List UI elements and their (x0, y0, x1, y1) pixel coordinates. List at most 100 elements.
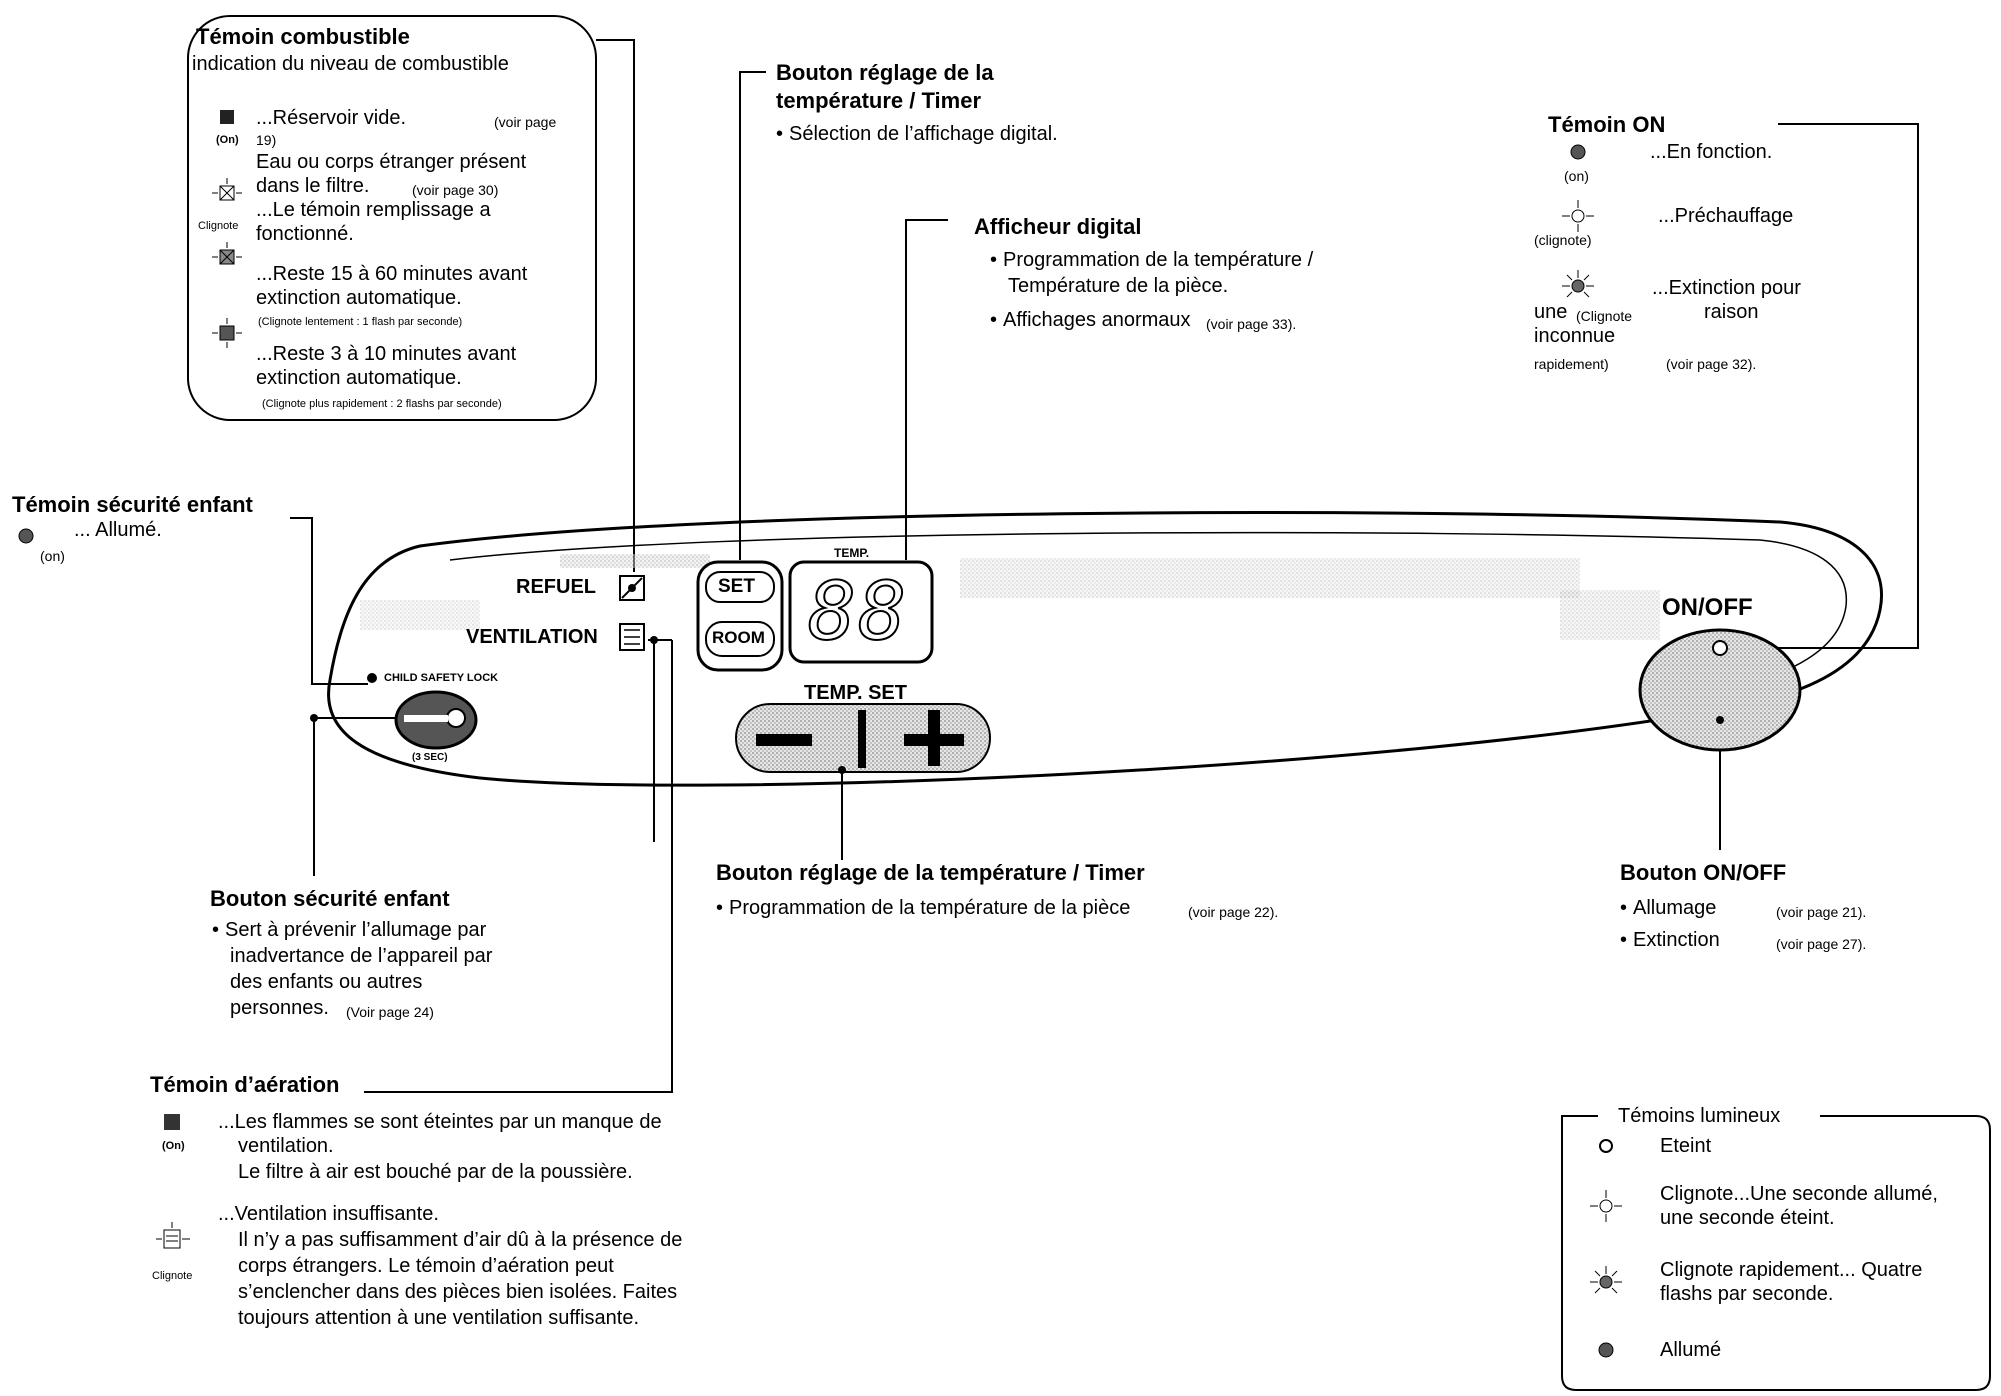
refuel-label: REFUEL (516, 576, 596, 598)
aeration-line-8: toujours attention à une ventilation suf… (238, 1307, 640, 1329)
fuel-subtitle: indication du niveau de combustible (192, 53, 509, 75)
legend-blink-text-1: Clignote...Une seconde allumé, (1660, 1183, 1938, 1205)
on-indicator-fast-icon (1562, 270, 1594, 298)
display-bullet-1a: Programmation de la température / (990, 248, 1313, 272)
child-indicator-on-dot (18, 528, 34, 544)
legend-fast-text-1: Clignote rapidement... Quatre (1660, 1259, 1923, 1281)
child-button-ref: (Voir page 24) (346, 1004, 434, 1020)
fuel-title: Témoin combustible (196, 24, 410, 49)
temp-plus-button[interactable] (880, 708, 980, 768)
aeration-on-label: (On) (162, 1140, 185, 1152)
on-indicator-fast-ref: (voir page 32). (1666, 356, 1757, 372)
on-indicator-on-label: (on) (1564, 168, 1589, 184)
on-indicator-on-dot (1570, 144, 1586, 160)
fuel-line-1-ref: (voir page (494, 114, 557, 130)
child-button-title: Bouton sécurité enfant (210, 886, 450, 911)
legend-blink-icon (1590, 1190, 1622, 1222)
fuel-line-11: (Clignote plus rapidement : 2 flashs par… (262, 398, 502, 410)
fuel-on-label: (On) (216, 134, 239, 146)
digital-display: 88 (807, 565, 909, 659)
fuel-line-1: ...Réservoir vide. (256, 107, 407, 129)
fuel-line-8: (Clignote lentement : 1 flash par second… (258, 316, 463, 328)
temp-set-label: TEMP. SET (804, 682, 907, 704)
on-indicator-fast-2: une (1534, 301, 1568, 323)
fuel-blink-label: Clignote (198, 220, 239, 232)
tempset-bullet: Programmation de la température de la pi… (716, 896, 1130, 920)
display-bullet-2: Affichages anormaux (990, 308, 1191, 332)
tempset-title: Bouton réglage de la température / Timer (716, 860, 1145, 885)
aeration-line-4: ...Ventilation insuffisante. (218, 1203, 439, 1225)
legend-on-icon (1598, 1342, 1614, 1358)
tempset-ref: (voir page 22). (1188, 904, 1279, 920)
onoff-title: Bouton ON/OFF (1620, 860, 1787, 885)
fuel-blink-icon-2 (212, 242, 242, 265)
fuel-line-3: dans le filtre. (256, 175, 370, 197)
on-indicator-fast-3: (Clignote (1576, 308, 1633, 324)
on-indicator-title: Témoin ON (1548, 112, 1666, 137)
fuel-line-10: extinction automatique. (256, 367, 462, 389)
set-button-title-1: Bouton réglage de la (776, 60, 994, 85)
aeration-line-7: s’enclencher dans des pièces bien isolée… (238, 1281, 678, 1303)
child-lock-label: CHILD SAFETY LOCK (384, 672, 499, 684)
onoff-bullet-2: Extinction (1620, 928, 1720, 952)
fuel-blink-icon-3 (212, 318, 242, 348)
on-indicator-blink-icon (1562, 200, 1594, 232)
fuel-line-7: extinction automatique. (256, 287, 462, 309)
display-bullet-2-ref: (voir page 33). (1206, 316, 1297, 332)
on-indicator-fast-6: rapidement) (1534, 356, 1609, 372)
set-room-button-frame (696, 560, 784, 672)
aeration-line-3: Le filtre à air est bouché par de la pou… (238, 1161, 633, 1183)
fuel-line-4: ...Le témoin remplissage a (256, 199, 491, 221)
fuel-line-1-ref2: 19) (256, 132, 277, 148)
set-button[interactable]: SET (718, 576, 755, 597)
on-leader-line (1720, 123, 1919, 649)
on-indicator-fast-5: inconnue (1534, 325, 1616, 347)
fuel-line-3-ref: (voir page 30) (412, 182, 499, 198)
aeration-title: Témoin d’aération (150, 1072, 340, 1097)
display-leader-line (905, 219, 948, 560)
legend-blink-text-2: une seconde éteint. (1660, 1207, 1835, 1229)
child-indicator-title: Témoin sécurité enfant (12, 492, 253, 517)
onoff-bullet-1: Allumage (1620, 896, 1716, 920)
legend-fast-icon (1590, 1266, 1622, 1294)
aeration-line-6: corps étrangers. Le témoin d’aération pe… (238, 1255, 614, 1277)
display-title: Afficheur digital (974, 214, 1142, 239)
fuel-line-5: fonctionné. (256, 223, 354, 245)
child-button-line-2: inadvertance de l’appareil par (230, 945, 493, 967)
legend-off-text: Eteint (1660, 1135, 1712, 1157)
child-lock-led (367, 673, 377, 683)
aeration-line-1: ...Les flammes se sont éteintes par un m… (218, 1111, 662, 1133)
set-button-title-2: température / Timer (776, 88, 982, 113)
set-button-bullet: Sélection de l’affichage digital. (776, 122, 1058, 146)
fuel-line-9: ...Reste 3 à 10 minutes avant (256, 343, 517, 365)
onoff-bullet-1-ref: (voir page 21). (1776, 904, 1867, 920)
set-leader-line (739, 71, 766, 560)
fuel-line-6: ...Reste 15 à 60 minutes avant (256, 263, 528, 285)
onoff-bullet-2-ref: (voir page 27). (1776, 936, 1867, 952)
temp-label: TEMP. (834, 546, 870, 560)
onoff-button (1638, 628, 1802, 752)
fuel-callout-box (187, 15, 597, 421)
ventilation-leader-line (364, 640, 673, 1093)
fuel-blink-icon-1 (212, 178, 242, 201)
on-indicator-fast-1: ...Extinction pour (1652, 277, 1801, 299)
aeration-on-icon (164, 1114, 180, 1130)
on-led (1712, 640, 1728, 656)
aeration-line-5: Il n’y a pas suffisamment d’air dû à la … (238, 1229, 683, 1251)
on-indicator-blink-label: (clignote) (1534, 232, 1592, 248)
aeration-line-2: ventilation. (238, 1135, 334, 1157)
aeration-blink-label: Clignote (152, 1270, 193, 1282)
on-indicator-blink-text: ...Préchauffage (1658, 205, 1794, 227)
child-button-line-3: des enfants ou autres (230, 971, 423, 993)
temp-minus-button[interactable] (756, 708, 846, 768)
legend-off-icon (1599, 1139, 1613, 1153)
legend-box (1561, 1115, 1991, 1391)
aeration-blink-icon (156, 1222, 190, 1249)
on-indicator-fast-4: raison (1704, 301, 1759, 323)
room-button[interactable]: ROOM (712, 628, 765, 647)
digital-display-frame (788, 560, 934, 664)
on-indicator-on-text: ...En fonction. (1650, 141, 1773, 163)
onoff-label: ON/OFF (1662, 594, 1753, 621)
legend-title: Témoins lumineux (1612, 1104, 1787, 1128)
